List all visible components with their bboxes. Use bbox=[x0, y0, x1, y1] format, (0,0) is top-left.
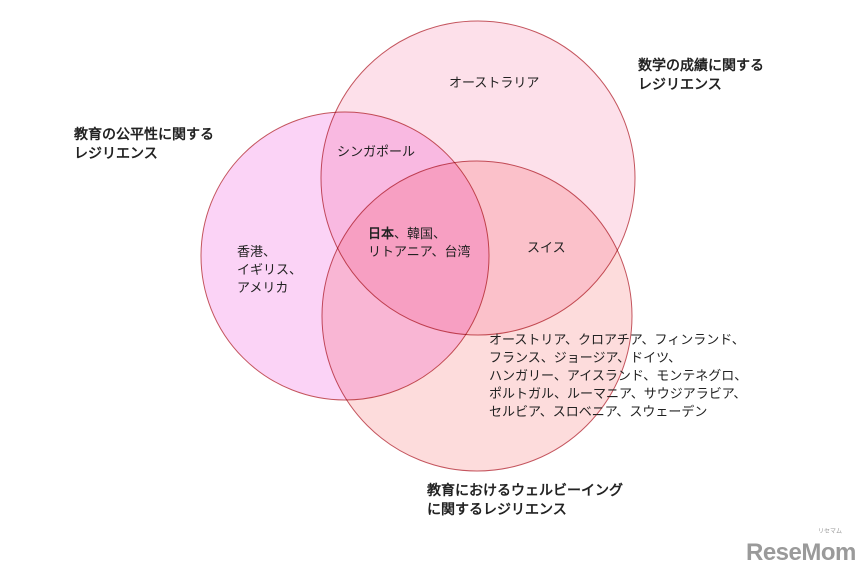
region-text: ハンガリー、アイスランド、モンテネグロ、 bbox=[489, 369, 748, 384]
equity-set-label: 教育の公平性に関する レジリエンス bbox=[74, 126, 214, 164]
label-line: に関するレジリエンス bbox=[427, 502, 567, 518]
region-math-wellbeing: スイス bbox=[527, 241, 566, 256]
label-line: レジリエンス bbox=[638, 77, 722, 93]
region-text: 香港、 bbox=[237, 245, 277, 260]
region-text: アメリカ bbox=[237, 281, 289, 296]
region-equity-only: 香港、 イギリス、 アメリカ bbox=[237, 244, 302, 298]
resemom-logo-sub: リセマム bbox=[818, 528, 843, 535]
region-text: 、韓国、 bbox=[394, 227, 447, 242]
label-line: 教育におけるウェルビーイング bbox=[427, 483, 623, 499]
wellbeing-set-label: 教育におけるウェルビーイング に関するレジリエンス bbox=[427, 482, 623, 520]
circle-wellbeing bbox=[321, 160, 633, 472]
region-equity-math: シンガポール bbox=[337, 145, 416, 160]
region-text: オーストリア、クロアチア、フィンランド、 bbox=[489, 333, 745, 348]
label-line: 数学の成績に関する bbox=[638, 58, 764, 74]
resemom-logo: ReseMom bbox=[746, 539, 856, 566]
region-text: セルビア、スロベニア、スウェーデン bbox=[489, 405, 708, 420]
region-text: フランス、ジョージア、ドイツ、 bbox=[489, 351, 682, 366]
math-set-label: 数学の成績に関する レジリエンス bbox=[638, 57, 764, 95]
label-line: レジリエンス bbox=[74, 146, 158, 162]
region-wellbeing-only: オーストリア、クロアチア、フィンランド、 フランス、ジョージア、ドイツ、 ハンガ… bbox=[489, 332, 747, 422]
region-math-only: オーストラリア bbox=[449, 76, 540, 91]
label-line: 教育の公平性に関する bbox=[74, 127, 214, 143]
region-text: リトアニア、台湾 bbox=[368, 245, 471, 260]
region-text: イギリス、 bbox=[237, 263, 303, 278]
highlight-japan: 日本 bbox=[368, 227, 395, 242]
region-all-three: 日本、韓国、 リトアニア、台湾 bbox=[368, 226, 470, 262]
region-text: ポルトガル、ルーマニア、サウジアラビア、 bbox=[489, 387, 747, 402]
